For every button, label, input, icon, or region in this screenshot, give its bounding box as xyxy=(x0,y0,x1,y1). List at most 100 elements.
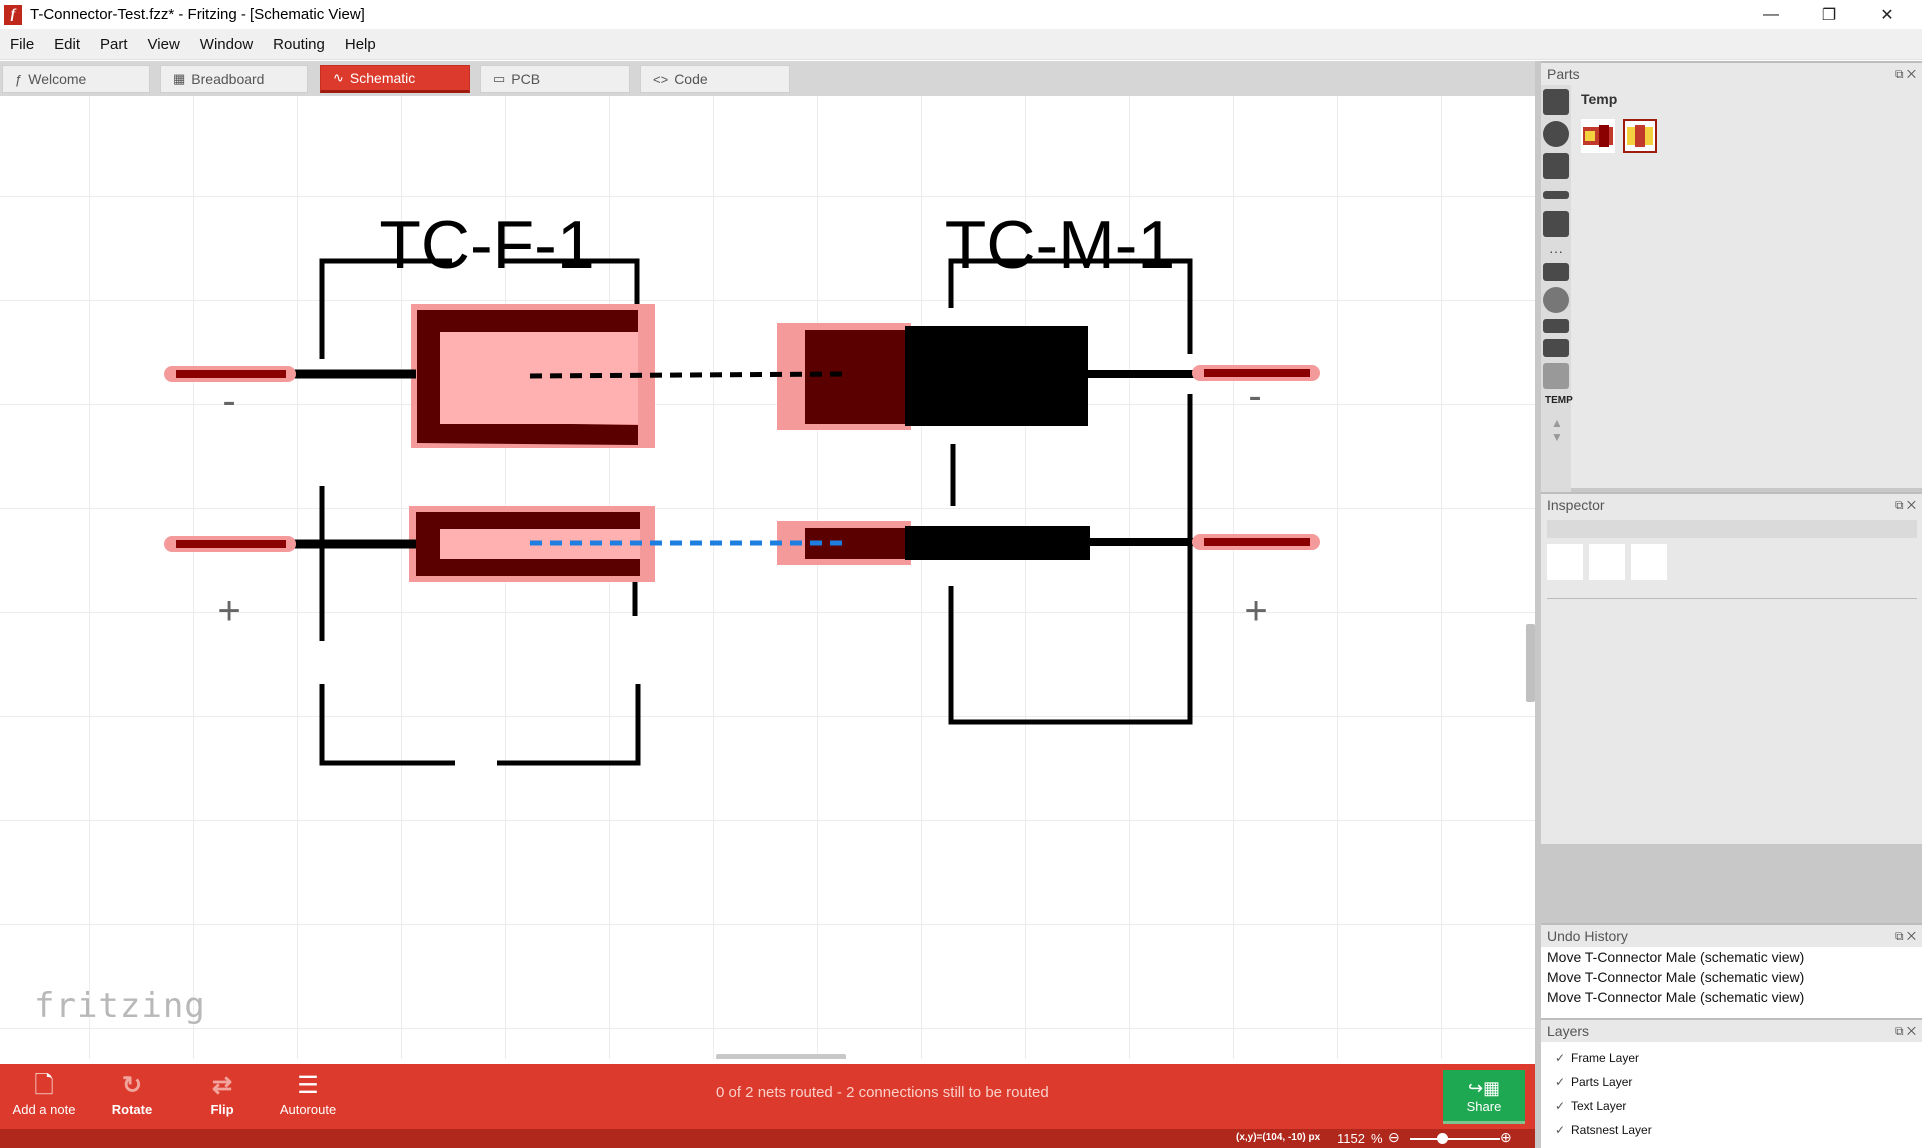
layer-text[interactable]: ✓Text Layer xyxy=(1541,1094,1922,1118)
schematic-canvas[interactable]: TC-F-1 TC-M-1 - + - + xyxy=(0,96,1535,1059)
fritzing-watermark: fritzing xyxy=(34,986,206,1026)
parts-panel-title: Parts ⧉ ✕ xyxy=(1541,63,1922,85)
vertical-scrollbar[interactable] xyxy=(1526,624,1535,702)
undo-item[interactable]: Move T-Connector Male (schematic view) xyxy=(1547,969,1805,985)
rotate-label: Rotate xyxy=(111,1102,153,1117)
tc-f-1-socket-plus[interactable] xyxy=(409,506,655,582)
tc-m-1-blade-minus[interactable] xyxy=(777,323,1200,430)
menu-edit[interactable]: Edit xyxy=(54,35,81,53)
parts-panel: Parts ⧉ ✕ ··· TEMP ▲ ▼ Temp xyxy=(1541,61,1922,495)
close-icon[interactable]: ✕ xyxy=(1880,6,1894,24)
part-label-tc-m-1: TC-M-1 xyxy=(945,207,1175,283)
scroll-down-icon[interactable]: ▼ xyxy=(1551,430,1563,444)
menu-help[interactable]: Help xyxy=(344,35,376,53)
routing-status: 0 of 2 nets routed - 2 connections still… xyxy=(716,1084,1049,1101)
minimize-icon[interactable]: — xyxy=(1763,5,1779,23)
zoom-value[interactable]: 1152 xyxy=(1337,1131,1365,1146)
resistor-bin-icon[interactable] xyxy=(1543,191,1569,199)
omega-bin-icon[interactable] xyxy=(1543,363,1569,389)
antenna-bin-icon[interactable] xyxy=(1543,287,1569,313)
panel-float-close-icon[interactable]: ⧉ ✕ xyxy=(1894,929,1916,943)
hex-bin-icon[interactable] xyxy=(1543,339,1569,357)
inspector-panel-title: Inspector ⧉ ✕ xyxy=(1541,494,1922,516)
tab-welcome[interactable]: ƒ Welcome xyxy=(2,65,150,93)
share-button[interactable]: ↪▦ Share xyxy=(1443,1070,1525,1124)
breadboard-icon: ▦ xyxy=(173,71,186,86)
layers-title: Layers xyxy=(1547,1023,1590,1039)
panel-float-close-icon[interactable]: ⧉ ✕ xyxy=(1894,498,1916,512)
inspector-title: Inspector xyxy=(1547,497,1605,513)
tab-label: Code xyxy=(674,71,708,87)
part-label-tc-f-1: TC-F-1 xyxy=(379,207,594,283)
menu-bar: File Edit Part View Window Routing Help xyxy=(0,29,1922,60)
layers-panel-title: Layers ⧉ ✕ xyxy=(1541,1020,1922,1042)
horizontal-scrollbar[interactable] xyxy=(716,1054,846,1059)
checkmark-icon[interactable]: ✓ xyxy=(1555,1123,1566,1137)
checkmark-icon[interactable]: ✓ xyxy=(1555,1075,1566,1089)
part-thumb-male[interactable] xyxy=(1623,119,1657,153)
menu-routing[interactable]: Routing xyxy=(273,35,325,53)
panel-float-close-icon[interactable]: ⧉ ✕ xyxy=(1894,67,1916,81)
tab-pcb[interactable]: ▭ PCB xyxy=(480,65,630,93)
checkmark-icon[interactable]: ✓ xyxy=(1555,1099,1566,1113)
add-note-label: Add a note xyxy=(12,1102,76,1117)
part-thumb-female[interactable] xyxy=(1581,119,1615,153)
restore-icon[interactable]: ❐ xyxy=(1821,6,1837,24)
undo-item[interactable]: Move T-Connector Male (schematic view) xyxy=(1547,989,1805,1005)
layer-ratsnest[interactable]: ✓Ratsnest Layer xyxy=(1541,1118,1922,1142)
layer-frame[interactable]: ✓Frame Layer xyxy=(1541,1046,1922,1070)
tc-m-1-frame xyxy=(948,258,1193,725)
t-connector-female-icon xyxy=(1583,125,1613,147)
temp-bin-label[interactable]: TEMP xyxy=(1545,395,1573,406)
tab-schematic[interactable]: ∿ Schematic xyxy=(320,65,470,93)
more-bins-icon[interactable]: ··· xyxy=(1549,243,1563,259)
scroll-up-icon[interactable]: ▲ xyxy=(1551,416,1563,430)
parts-bin-list: ··· TEMP ▲ ▼ xyxy=(1541,85,1573,495)
note-icon: 🗋 xyxy=(34,1072,54,1099)
bottom-toolbar: 🗋 Add a note ↻ Rotate ⇄ Flip ☰ Autoroute… xyxy=(0,1064,1535,1129)
core-bin-icon[interactable] xyxy=(1543,89,1569,115)
pin-label-minus-right: - xyxy=(1248,374,1261,418)
title-bar: f T-Connector-Test.fzz* - Fritzing - [Sc… xyxy=(0,0,1922,29)
zoom-in-icon[interactable]: ⊕ xyxy=(1500,1129,1512,1145)
fritzing-app-icon: f xyxy=(4,4,22,25)
tab-label: Breadboard xyxy=(191,71,265,87)
ic-bin-icon[interactable] xyxy=(1543,153,1569,179)
zoom-slider[interactable] xyxy=(1410,1138,1500,1140)
board-bin-icon[interactable] xyxy=(1543,263,1569,281)
schematic-drawing: TC-F-1 TC-M-1 - + - + xyxy=(164,207,1320,766)
layer-parts[interactable]: ✓Parts Layer xyxy=(1541,1070,1922,1094)
t-connector-male-icon xyxy=(1627,125,1653,147)
tc-f-1-frame xyxy=(319,258,641,766)
tab-label: Welcome xyxy=(28,71,87,87)
robot-bin-icon[interactable] xyxy=(1543,319,1569,333)
menu-window[interactable]: Window xyxy=(199,35,254,53)
tc-m-1-blade-plus[interactable] xyxy=(777,521,1200,565)
status-bar: (x,y)=(104, -10) px 1152 % ⊖ ⊕ xyxy=(0,1129,1535,1148)
autoroute-label: Autoroute xyxy=(279,1102,337,1117)
fritzing-f-icon: ƒ xyxy=(15,71,23,87)
tab-code[interactable]: <> Code xyxy=(640,65,790,93)
flip-label: Flip xyxy=(210,1102,234,1117)
add-note-button[interactable]: 🗋 Add a note xyxy=(8,1064,80,1129)
ratsnest-line-minus[interactable] xyxy=(529,371,846,379)
rotate-button[interactable]: ↻ Rotate xyxy=(100,1064,164,1129)
layers-list: ✓Frame Layer ✓Parts Layer ✓Text Layer ✓R… xyxy=(1541,1042,1922,1148)
pcb-icon: ▭ xyxy=(493,71,506,86)
flip-button[interactable]: ⇄ Flip xyxy=(190,1064,254,1129)
mine-bin-icon[interactable] xyxy=(1543,121,1569,147)
sensor-bin-icon[interactable] xyxy=(1543,211,1569,237)
panel-float-close-icon[interactable]: ⧉ ✕ xyxy=(1894,1024,1916,1038)
autoroute-button[interactable]: ☰ Autoroute xyxy=(272,1064,344,1129)
inspector-title-field[interactable] xyxy=(1547,520,1917,538)
zoom-slider-handle[interactable] xyxy=(1437,1133,1448,1144)
menu-view[interactable]: View xyxy=(147,35,180,53)
schematic-icon: ∿ xyxy=(333,70,344,85)
zoom-unit: % xyxy=(1371,1131,1383,1146)
undo-item[interactable]: Move T-Connector Male (schematic view) xyxy=(1547,949,1805,965)
menu-part[interactable]: Part xyxy=(100,35,128,53)
menu-file[interactable]: File xyxy=(10,35,35,53)
checkmark-icon[interactable]: ✓ xyxy=(1555,1051,1566,1065)
zoom-out-icon[interactable]: ⊖ xyxy=(1388,1129,1400,1145)
tab-breadboard[interactable]: ▦ Breadboard xyxy=(160,65,308,93)
